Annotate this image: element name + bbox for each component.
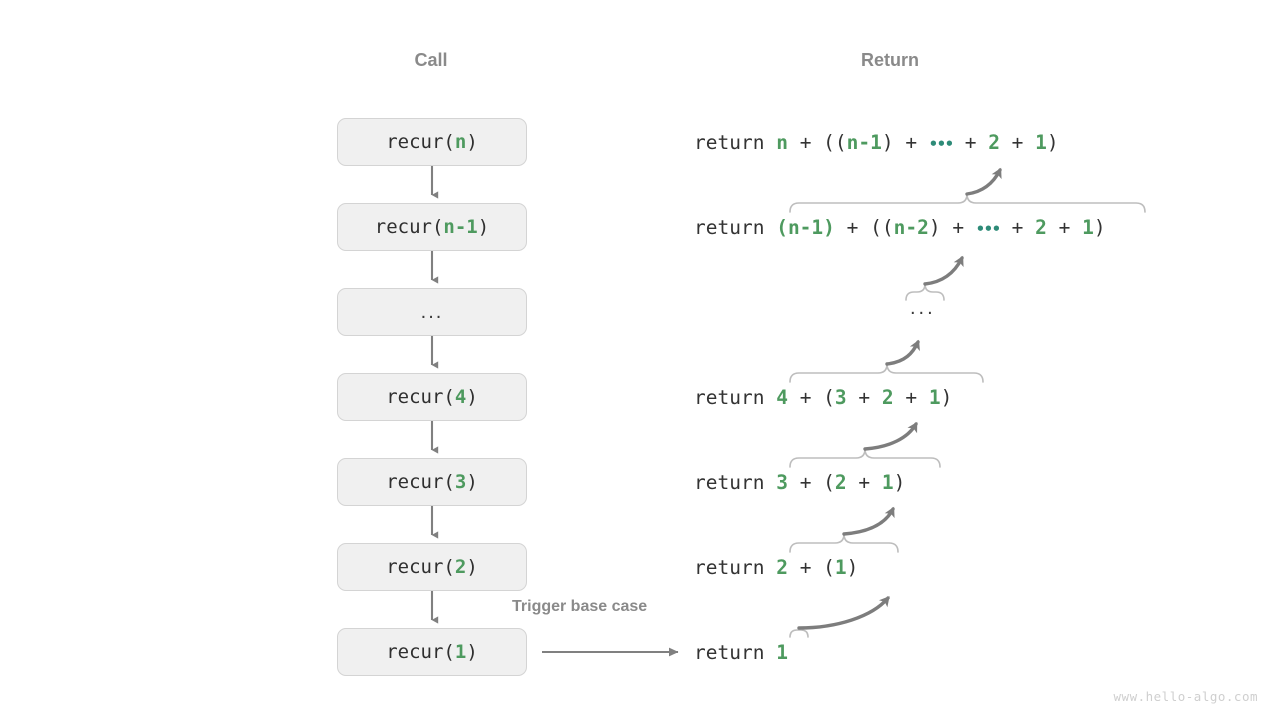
return-line-2: return 2 + (1) (694, 556, 859, 579)
return-arrow-4 (885, 339, 920, 366)
call-box-recur-4[interactable]: recur(4) (337, 373, 527, 421)
trigger-base-case-label: Trigger base case (512, 598, 648, 615)
call-box-arg: n-1 (443, 216, 478, 238)
call-box-label: ... (420, 300, 444, 323)
column-header-call: Call (414, 50, 448, 70)
call-box-recur-1[interactable]: recur(1) (337, 628, 527, 676)
brace-row-1 (789, 629, 809, 638)
call-box-close: ) (466, 641, 478, 663)
call-box-close: ) (466, 556, 478, 578)
return-arrow-3 (863, 421, 918, 451)
brace-row-2 (789, 533, 899, 553)
return-arrow-ellipsis (923, 255, 964, 286)
return-line-n-minus-1: return (n-1) + ((n-2) + ••• + 2 + 1) (694, 216, 1106, 239)
call-box-recur-2[interactable]: recur(2) (337, 543, 527, 591)
brace-row-3 (789, 448, 941, 468)
call-box-fn: recur( (386, 131, 455, 153)
brace-row-n-minus-1 (789, 193, 1146, 213)
call-box-recur-3[interactable]: recur(3) (337, 458, 527, 506)
call-box-close: ) (466, 131, 478, 153)
return-arrow-1 (797, 596, 890, 630)
call-box-recur-n-minus-1[interactable]: recur(n-1) (337, 203, 527, 251)
call-box-close: ) (477, 216, 490, 238)
return-keyword: return (694, 471, 765, 494)
call-box-fn: recur( (374, 216, 444, 238)
return-keyword: return (694, 556, 765, 579)
return-line-n: return n + ((n-1) + ••• + 2 + 1) (694, 131, 1059, 154)
call-box-ellipsis[interactable]: ... (337, 288, 527, 336)
column-header-return: Return (861, 50, 919, 70)
call-box-recur-n[interactable]: recur(n) (337, 118, 527, 166)
call-box-fn: recur( (386, 556, 455, 578)
return-keyword: return (694, 216, 765, 239)
call-box-close: ) (466, 471, 478, 493)
return-keyword: return (694, 386, 765, 409)
call-box-close: ) (466, 386, 478, 408)
return-keyword: return (694, 641, 765, 664)
call-box-arg: 4 (454, 386, 467, 408)
return-keyword: return (694, 131, 765, 154)
return-ellipsis: ... (910, 297, 936, 319)
return-arrow-2 (842, 506, 895, 536)
watermark: www.hello-algo.com (1113, 689, 1258, 704)
call-box-arg: 3 (454, 471, 467, 493)
call-box-arg: 2 (454, 556, 467, 578)
brace-row-4 (789, 363, 984, 383)
call-box-arg: 1 (454, 641, 467, 663)
call-box-fn: recur( (386, 641, 455, 663)
return-arrow-n-minus-1 (965, 167, 1002, 196)
return-line-1: return 1 (694, 641, 788, 664)
call-box-arg: n (454, 131, 467, 153)
return-line-4: return 4 + (3 + 2 + 1) (694, 386, 953, 409)
return-line-3: return 3 + (2 + 1) (694, 471, 906, 494)
call-box-fn: recur( (386, 386, 455, 408)
call-box-fn: recur( (386, 471, 455, 493)
